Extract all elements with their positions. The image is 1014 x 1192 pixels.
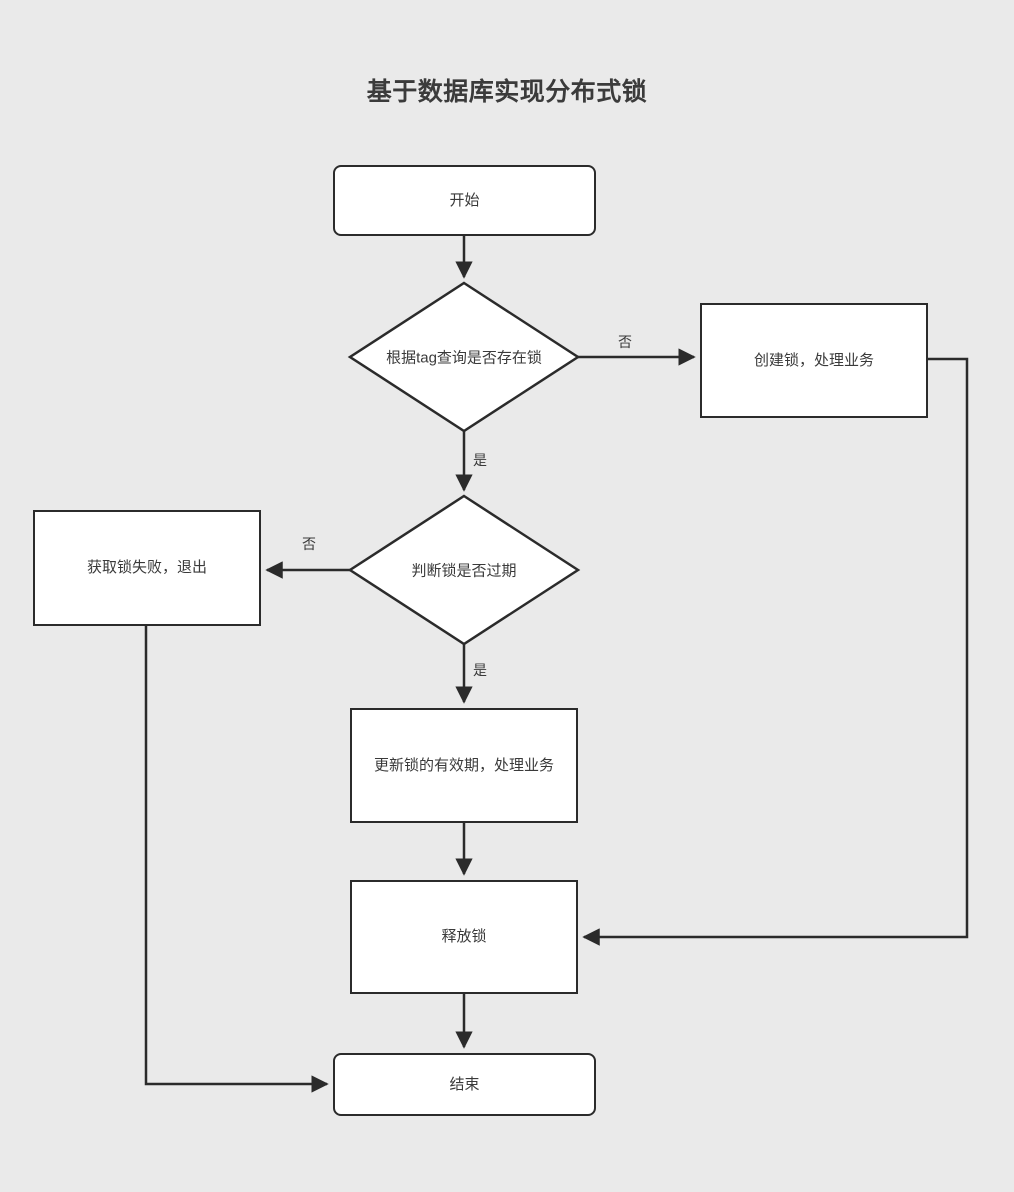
node-create-lock[interactable]: 创建锁，处理业务: [700, 303, 928, 418]
node-start[interactable]: 开始: [333, 165, 596, 236]
edge-label-query-lock-no: 否: [618, 334, 632, 350]
node-update-expiry[interactable]: 更新锁的有效期，处理业务: [350, 708, 578, 823]
node-acquire-fail-label: 获取锁失败，退出: [86, 559, 207, 577]
edge-label-lock-expired-no: 否: [302, 536, 316, 552]
node-release-lock[interactable]: 释放锁: [350, 880, 578, 994]
edge-acquire-fail-to-end: [144, 626, 329, 1093]
node-start-label: 开始: [449, 191, 480, 209]
edge-label-query-lock-yes: 是: [473, 452, 487, 468]
node-release-lock-label: 释放锁: [441, 928, 487, 946]
node-create-lock-label: 创建锁，处理业务: [753, 351, 874, 369]
node-decision-query-lock-label: 根据tag查询是否存在锁: [386, 349, 542, 367]
page-title: 基于数据库实现分布式锁: [366, 78, 648, 106]
node-end-label: 结束: [449, 1075, 480, 1093]
node-decision-lock-expired-label: 判断锁是否过期: [411, 562, 517, 580]
edge-create-lock-to-release: [582, 357, 969, 946]
node-acquire-fail[interactable]: 获取锁失败，退出: [33, 510, 261, 626]
node-end[interactable]: 结束: [333, 1053, 596, 1116]
edge-label-lock-expired-yes: 是: [473, 662, 487, 678]
node-update-expiry-label: 更新锁的有效期，处理业务: [373, 756, 554, 774]
